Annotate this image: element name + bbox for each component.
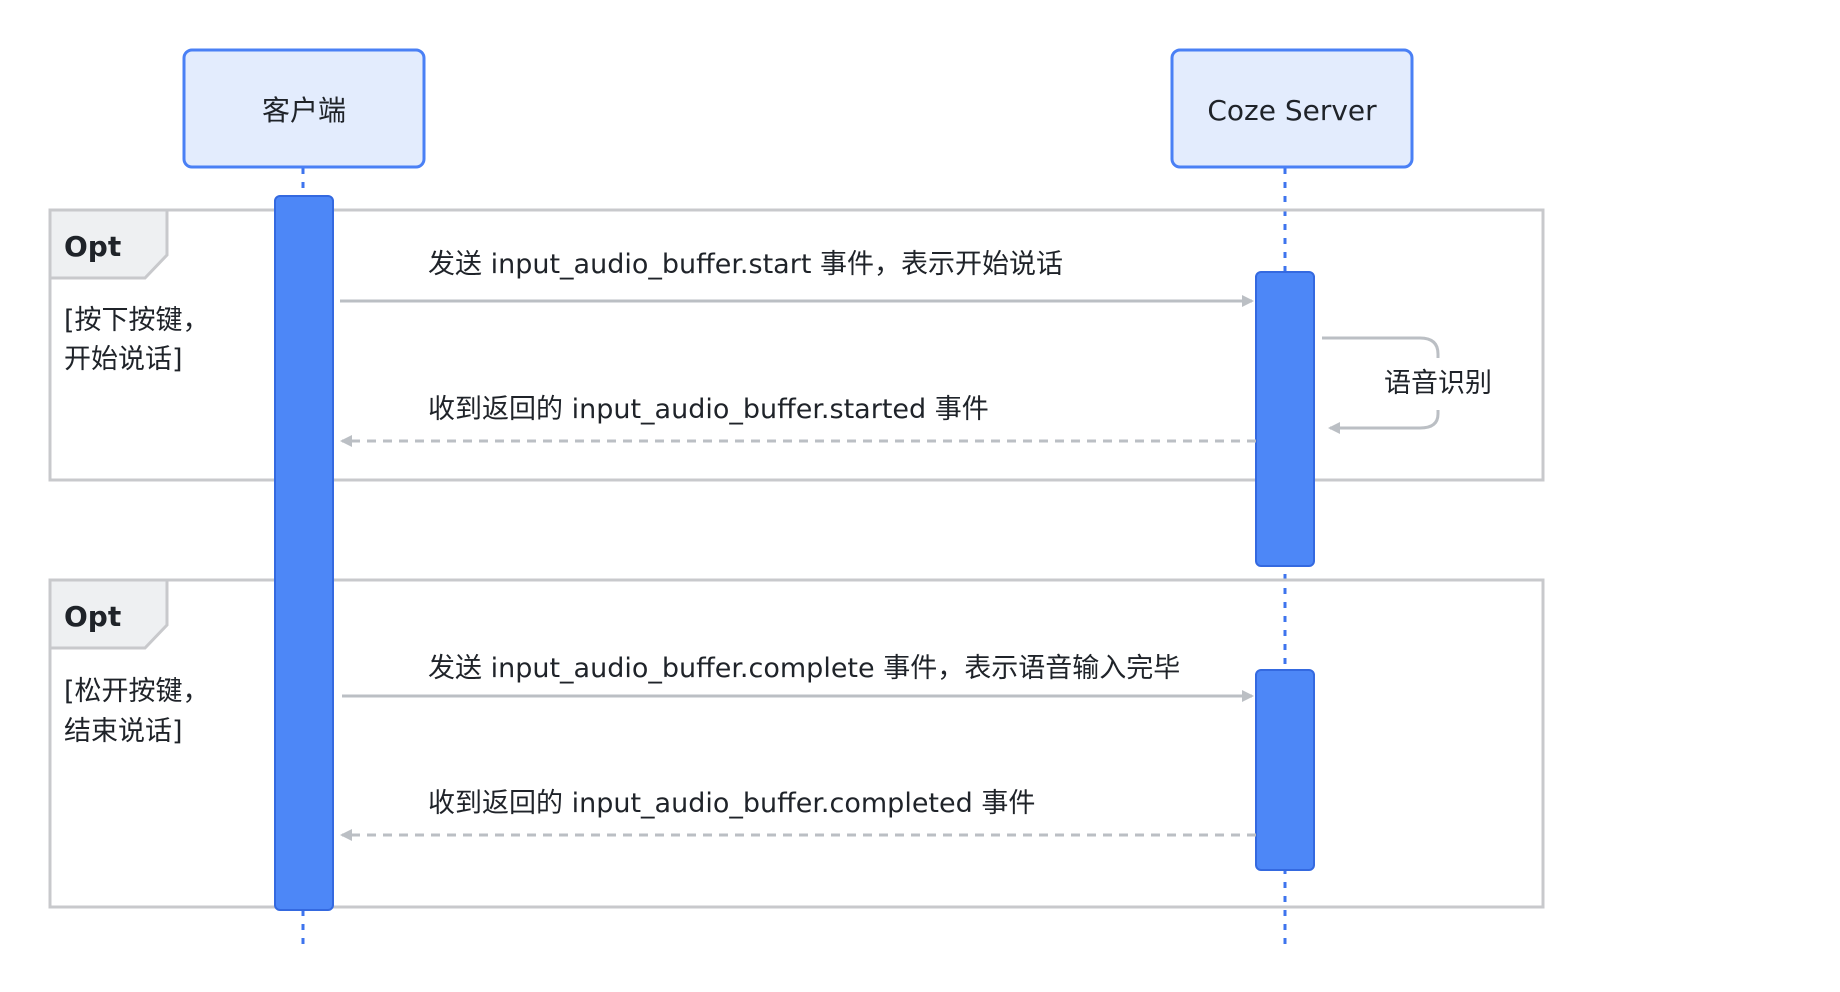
message-completed-label: 收到返回的 input_audio_buffer.completed 事件	[428, 788, 1035, 819]
opt-frame-2-condition-line1: [松开按键，	[64, 676, 210, 707]
opt-frame-1: Opt [按下按键， 开始说话]	[48, 208, 1545, 482]
message-completed: 收到返回的 input_audio_buffer.completed 事件	[340, 788, 1256, 841]
opt-frame-1-condition-line1: [按下按键，	[64, 305, 210, 336]
server-activation-bar-2	[1255, 669, 1315, 871]
participant-server-box	[1170, 48, 1414, 169]
client-activation-bar	[274, 195, 334, 911]
message-complete: 发送 input_audio_buffer.complete 事件，表示语音输入…	[342, 653, 1254, 702]
message-started-label: 收到返回的 input_audio_buffer.started 事件	[428, 394, 989, 425]
message-started: 收到返回的 input_audio_buffer.started 事件	[340, 394, 1256, 447]
message-complete-label: 发送 input_audio_buffer.complete 事件，表示语音输入…	[428, 653, 1180, 684]
server-activation-bar-1	[1255, 271, 1315, 567]
opt-frame-2: Opt [松开按键， 结束说话]	[48, 578, 1545, 909]
message-speech-recognition: 语音识别	[1322, 336, 1492, 428]
message-start-label: 发送 input_audio_buffer.start 事件，表示开始说话	[428, 249, 1063, 280]
participant-client: 客户端	[182, 48, 426, 169]
opt-frame-1-tag: Opt	[64, 230, 121, 263]
opt-frame-1-tag-box	[48, 208, 169, 280]
opt-frame-2-condition-line2: 结束说话]	[64, 716, 183, 747]
message-speech-recognition-arrow	[1322, 336, 1440, 428]
participant-server-label: Coze Server	[1207, 94, 1377, 127]
participant-server: Coze Server	[1170, 48, 1414, 169]
participant-client-label: 客户端	[262, 94, 346, 127]
message-start: 发送 input_audio_buffer.start 事件，表示开始说话	[340, 249, 1254, 307]
opt-frame-1-condition-line2: 开始说话]	[64, 344, 183, 375]
message-speech-recognition-label: 语音识别	[1384, 368, 1492, 399]
opt-frame-2-tag: Opt	[64, 600, 121, 633]
opt-frame-2-border	[48, 578, 1545, 909]
participant-client-box	[182, 48, 426, 169]
opt-frame-2-tag-box	[48, 578, 169, 650]
opt-frame-1-border	[48, 208, 1545, 482]
